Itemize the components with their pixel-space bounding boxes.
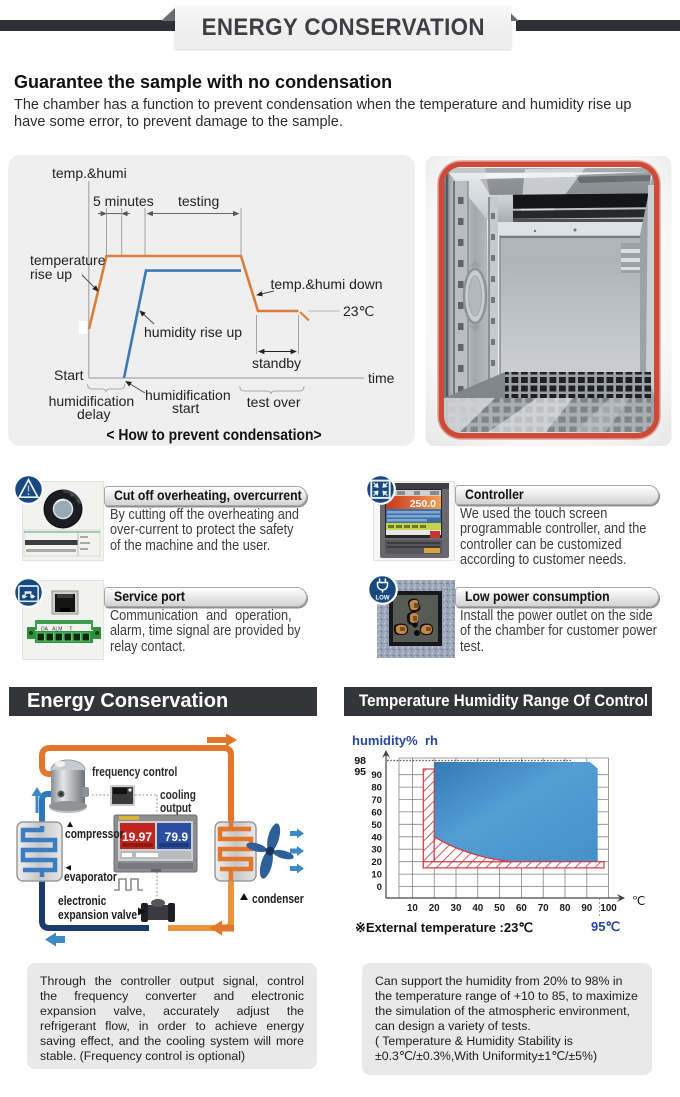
svg-text:90: 90 xyxy=(371,770,382,781)
svg-text:10: 10 xyxy=(371,870,382,881)
svg-text:evaporator: evaporator xyxy=(64,871,117,884)
svg-text:temp.&humi down: temp.&humi down xyxy=(271,276,383,292)
svg-text:40: 40 xyxy=(371,832,382,843)
svg-text:rise up: rise up xyxy=(30,266,72,282)
svg-text:condenser: condenser xyxy=(252,893,304,906)
svg-text:compressor: compressor xyxy=(65,828,124,841)
svg-text:10: 10 xyxy=(407,903,418,914)
svg-text:60: 60 xyxy=(516,903,527,914)
svg-text:℃: ℃ xyxy=(632,894,645,908)
svg-text:humidity% rh: humidity% rh xyxy=(352,733,438,748)
svg-text:output: output xyxy=(160,802,192,815)
svg-text:95: 95 xyxy=(354,766,366,778)
svg-text:humidification: humidification xyxy=(145,387,231,403)
svg-text:standby: standby xyxy=(252,355,301,371)
svg-text:20: 20 xyxy=(371,857,382,868)
svg-text:start: start xyxy=(172,400,199,416)
svg-text:30: 30 xyxy=(451,903,462,914)
svg-text:expansion valve: expansion valve xyxy=(58,909,138,922)
svg-text:< How to prevent condensation>: < How to prevent condensation> xyxy=(106,427,321,444)
svg-text:humidity rise up: humidity rise up xyxy=(144,324,242,340)
svg-text:23℃: 23℃ xyxy=(343,303,374,319)
svg-text:temp.&humi: temp.&humi xyxy=(52,165,127,181)
svg-text:temperature: temperature xyxy=(30,252,106,268)
svg-text:40: 40 xyxy=(472,903,483,914)
svg-text:Start: Start xyxy=(54,367,84,383)
svg-text:LOW: LOW xyxy=(376,596,390,602)
svg-text:70: 70 xyxy=(371,795,382,806)
svg-text:0: 0 xyxy=(377,882,382,893)
svg-text:80: 80 xyxy=(560,903,571,914)
svg-text:20: 20 xyxy=(429,903,440,914)
svg-text:delay: delay xyxy=(77,406,110,422)
svg-text:electronic: electronic xyxy=(58,895,107,908)
svg-text:test over: test over xyxy=(247,394,301,410)
svg-text:90: 90 xyxy=(581,903,592,914)
svg-text:250.0: 250.0 xyxy=(410,498,436,510)
svg-text:5 minutes: 5 minutes xyxy=(93,193,154,209)
svg-text:50: 50 xyxy=(371,820,382,831)
svg-text:DA ALM T: DA ALM T xyxy=(41,627,72,633)
svg-text:80: 80 xyxy=(371,783,382,794)
svg-text:testing: testing xyxy=(178,193,219,209)
svg-text:30: 30 xyxy=(371,845,382,856)
svg-text:time: time xyxy=(368,370,395,386)
svg-text:70: 70 xyxy=(538,903,549,914)
svg-text:60: 60 xyxy=(371,807,382,818)
svg-text:cooling: cooling xyxy=(160,789,196,802)
svg-text:frequency control: frequency control xyxy=(92,766,177,779)
svg-text:79.9: 79.9 xyxy=(165,830,189,844)
svg-text:humidification: humidification xyxy=(49,393,135,409)
svg-text:※External temperature :23℃: ※External temperature :23℃ xyxy=(355,920,533,935)
svg-text:95℃: 95℃ xyxy=(591,919,620,934)
svg-text:98: 98 xyxy=(354,755,366,767)
svg-text:19.97: 19.97 xyxy=(122,830,152,844)
svg-text:50: 50 xyxy=(494,903,505,914)
svg-text:100: 100 xyxy=(600,903,617,914)
